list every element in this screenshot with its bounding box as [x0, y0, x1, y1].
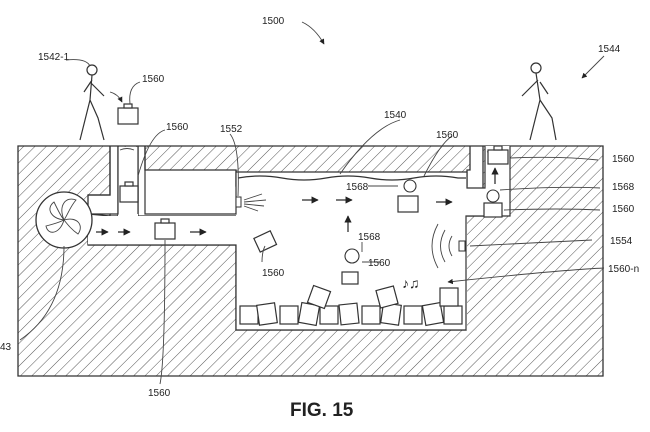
svg-text:♪♫: ♪♫ — [402, 275, 420, 291]
water-surface — [237, 175, 466, 181]
label-system: 1500 — [262, 16, 285, 27]
label-bulb-center: 1568 — [358, 232, 381, 243]
label-pkg-right-top: 1560 — [612, 154, 635, 165]
person-right-icon — [521, 62, 557, 141]
label-fan: 43 — [0, 342, 12, 353]
label-pkg-shaft: 1560 — [166, 122, 189, 133]
label-pkg-pile: 1560-n — [608, 264, 639, 275]
person-left-icon — [79, 64, 105, 141]
sprayer-icon — [235, 193, 267, 212]
package-icons — [117, 103, 509, 327]
figure-caption: FIG. 15 — [290, 400, 354, 421]
label-sprayer: 1552 — [220, 124, 243, 135]
speaker-icon: ♪♫ — [402, 223, 466, 291]
label-bulb-top: 1568 — [346, 182, 369, 193]
bulb-icons — [344, 179, 500, 264]
label-person-left: 1542-1 — [38, 52, 70, 63]
label-water-surface: 1540 — [384, 110, 407, 121]
label-pkg-float: 1560 — [262, 268, 285, 279]
leader-lines — [19, 21, 605, 385]
fan-icon — [35, 191, 93, 249]
label-speaker: 1554 — [610, 236, 633, 247]
ground-cross-section — [17, 145, 604, 377]
label-pkg-mid: 1560 — [436, 130, 459, 141]
label-pkg-bottom: 1560 — [148, 388, 171, 399]
label-bulb-right: 1568 — [612, 182, 635, 193]
flow-arrows — [96, 167, 499, 236]
label-pkg-bulb: 1560 — [368, 258, 391, 269]
label-person-right: 1544 — [598, 44, 621, 55]
label-pkg-top: 1560 — [142, 74, 165, 85]
label-pkg-right: 1560 — [612, 204, 635, 215]
